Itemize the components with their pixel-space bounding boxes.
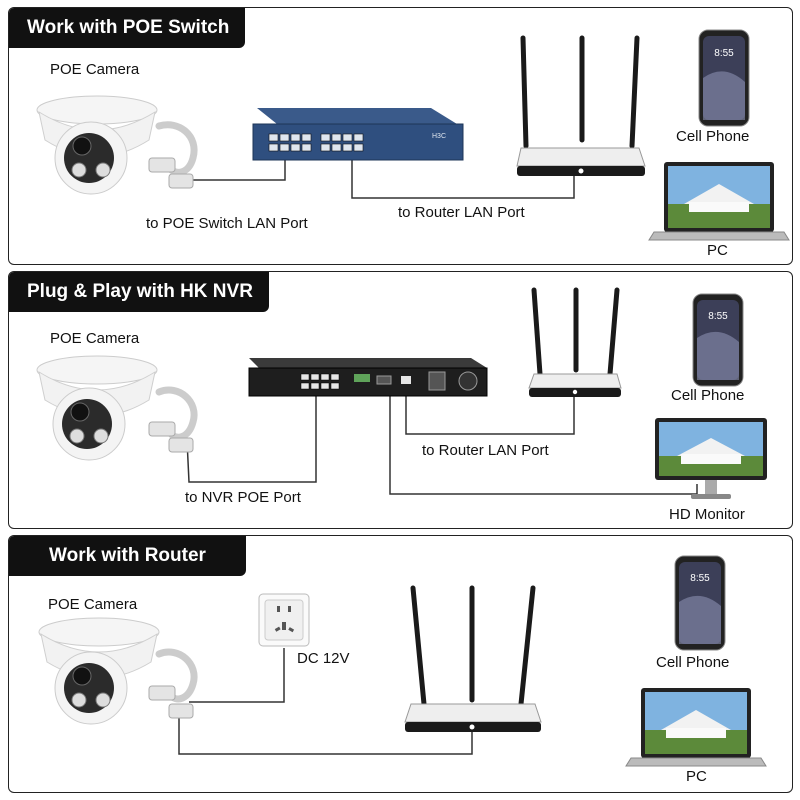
router-icon [404,585,542,732]
phone-label: Cell Phone [676,128,750,145]
cable-nvr-monitor [389,384,698,495]
camera-label: POE Camera [48,596,138,613]
laptop-icon [625,688,767,767]
phone-time: 8:55 [714,48,734,59]
poe-switch-icon: H3C [252,108,464,161]
phone-icon: 8:55 [692,293,744,387]
cable-nvr-router [405,384,575,435]
cable-camera-power [189,648,285,703]
cable-camera-nvr [186,392,317,483]
panel-diagram: 8:55 [38,555,767,767]
router-icon [528,287,622,397]
link-router-label: to Router LAN Port [422,442,549,459]
link-camera-label: to POE Switch LAN Port [146,215,308,232]
cable-camera-router [178,718,473,755]
monitor-icon [655,418,767,499]
camera-label: POE Camera [50,61,140,78]
router-icon [516,35,646,176]
power-socket-icon [258,593,310,647]
panel-nvr: Plug & Play with HK NVR [8,271,793,529]
cable-camera-switch [187,156,286,181]
panel-title: Plug & Play with HK NVR [9,272,269,312]
screen-label: HD Monitor [669,506,745,523]
dome-camera-icon [38,617,198,725]
link-camera-label: to NVR POE Port [185,489,301,506]
screen-label: PC [707,242,728,259]
power-label: DC 12V [297,650,350,667]
phone-icon: 8:55 [698,29,750,127]
camera-label: POE Camera [50,330,140,347]
phone-label: Cell Phone [656,654,730,671]
cable-switch-router [351,156,575,199]
laptop-icon [648,162,790,241]
panel-diagram: 8:55 [36,287,767,499]
nvr-icon [248,358,488,397]
dome-camera-icon [36,95,198,195]
panel-diagram: H3C 8:55 [36,29,790,241]
panel-poe-switch: Work with POE Switch [8,7,793,265]
panel-router: Work with Router [8,535,793,793]
phone-label: Cell Phone [671,387,745,404]
dome-camera-icon [36,355,198,461]
phone-icon: 8:55 [674,555,726,651]
screen-label: PC [686,768,707,785]
panel-title: Work with Router [9,536,246,576]
phone-time: 8:55 [708,311,728,322]
panel-title: Work with POE Switch [9,8,246,48]
switch-brand-label: H3C [432,133,446,140]
phone-time: 8:55 [690,573,710,584]
link-router-label: to Router LAN Port [398,204,525,221]
